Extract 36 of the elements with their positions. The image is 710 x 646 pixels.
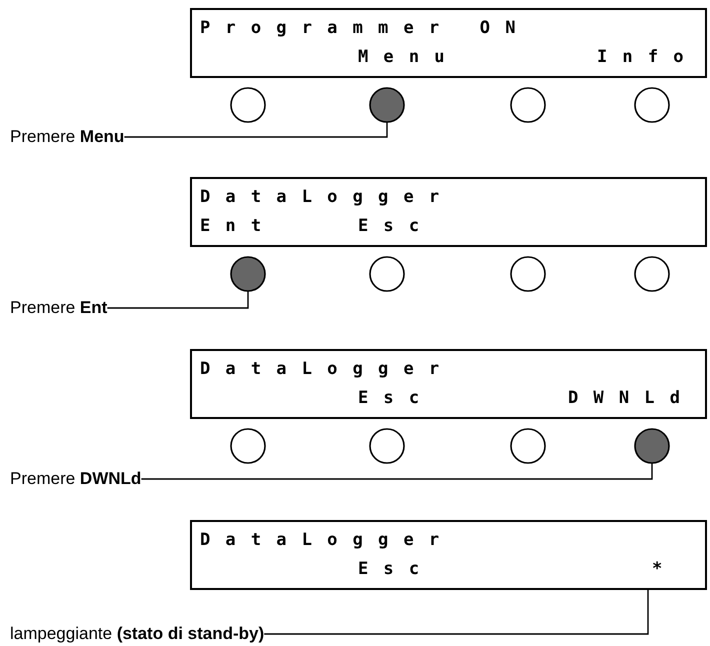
push-button [510,428,546,464]
instruction-text: Premere Ent [10,298,108,318]
leader-line [107,291,249,309]
lcd-display [190,8,707,78]
display-text: Ent [200,216,276,236]
leader-line [264,589,649,635]
push-button [634,256,670,292]
display-text: Esc [358,216,434,236]
display-text: * [652,559,678,579]
instruction-text: lampeggiante (stato di stand-by) [10,624,264,644]
push-button [634,428,670,464]
lcd-display [190,349,707,419]
push-button [230,256,266,292]
leader-line [124,122,388,138]
display-text: Info [597,47,699,67]
push-button [510,87,546,123]
instruction-text: Premere DWNLd [10,469,142,489]
leader-line [141,463,653,480]
push-button [369,256,405,292]
push-button [230,87,266,123]
display-text: Esc [358,388,434,408]
push-button [369,87,405,123]
push-button [510,256,546,292]
instruction-text: Premere Menu [10,127,124,147]
display-text: Programmer ON [200,18,531,38]
lcd-display [190,177,707,247]
push-button [230,428,266,464]
push-button [634,87,670,123]
display-text: DataLogger [200,187,454,207]
display-text: Menu [358,47,460,67]
display-text: Esc [358,559,434,579]
push-button [369,428,405,464]
lcd-display [190,520,707,590]
display-text: DataLogger [200,530,454,550]
display-text: DataLogger [200,359,454,379]
display-text: DWNLd [568,388,696,408]
